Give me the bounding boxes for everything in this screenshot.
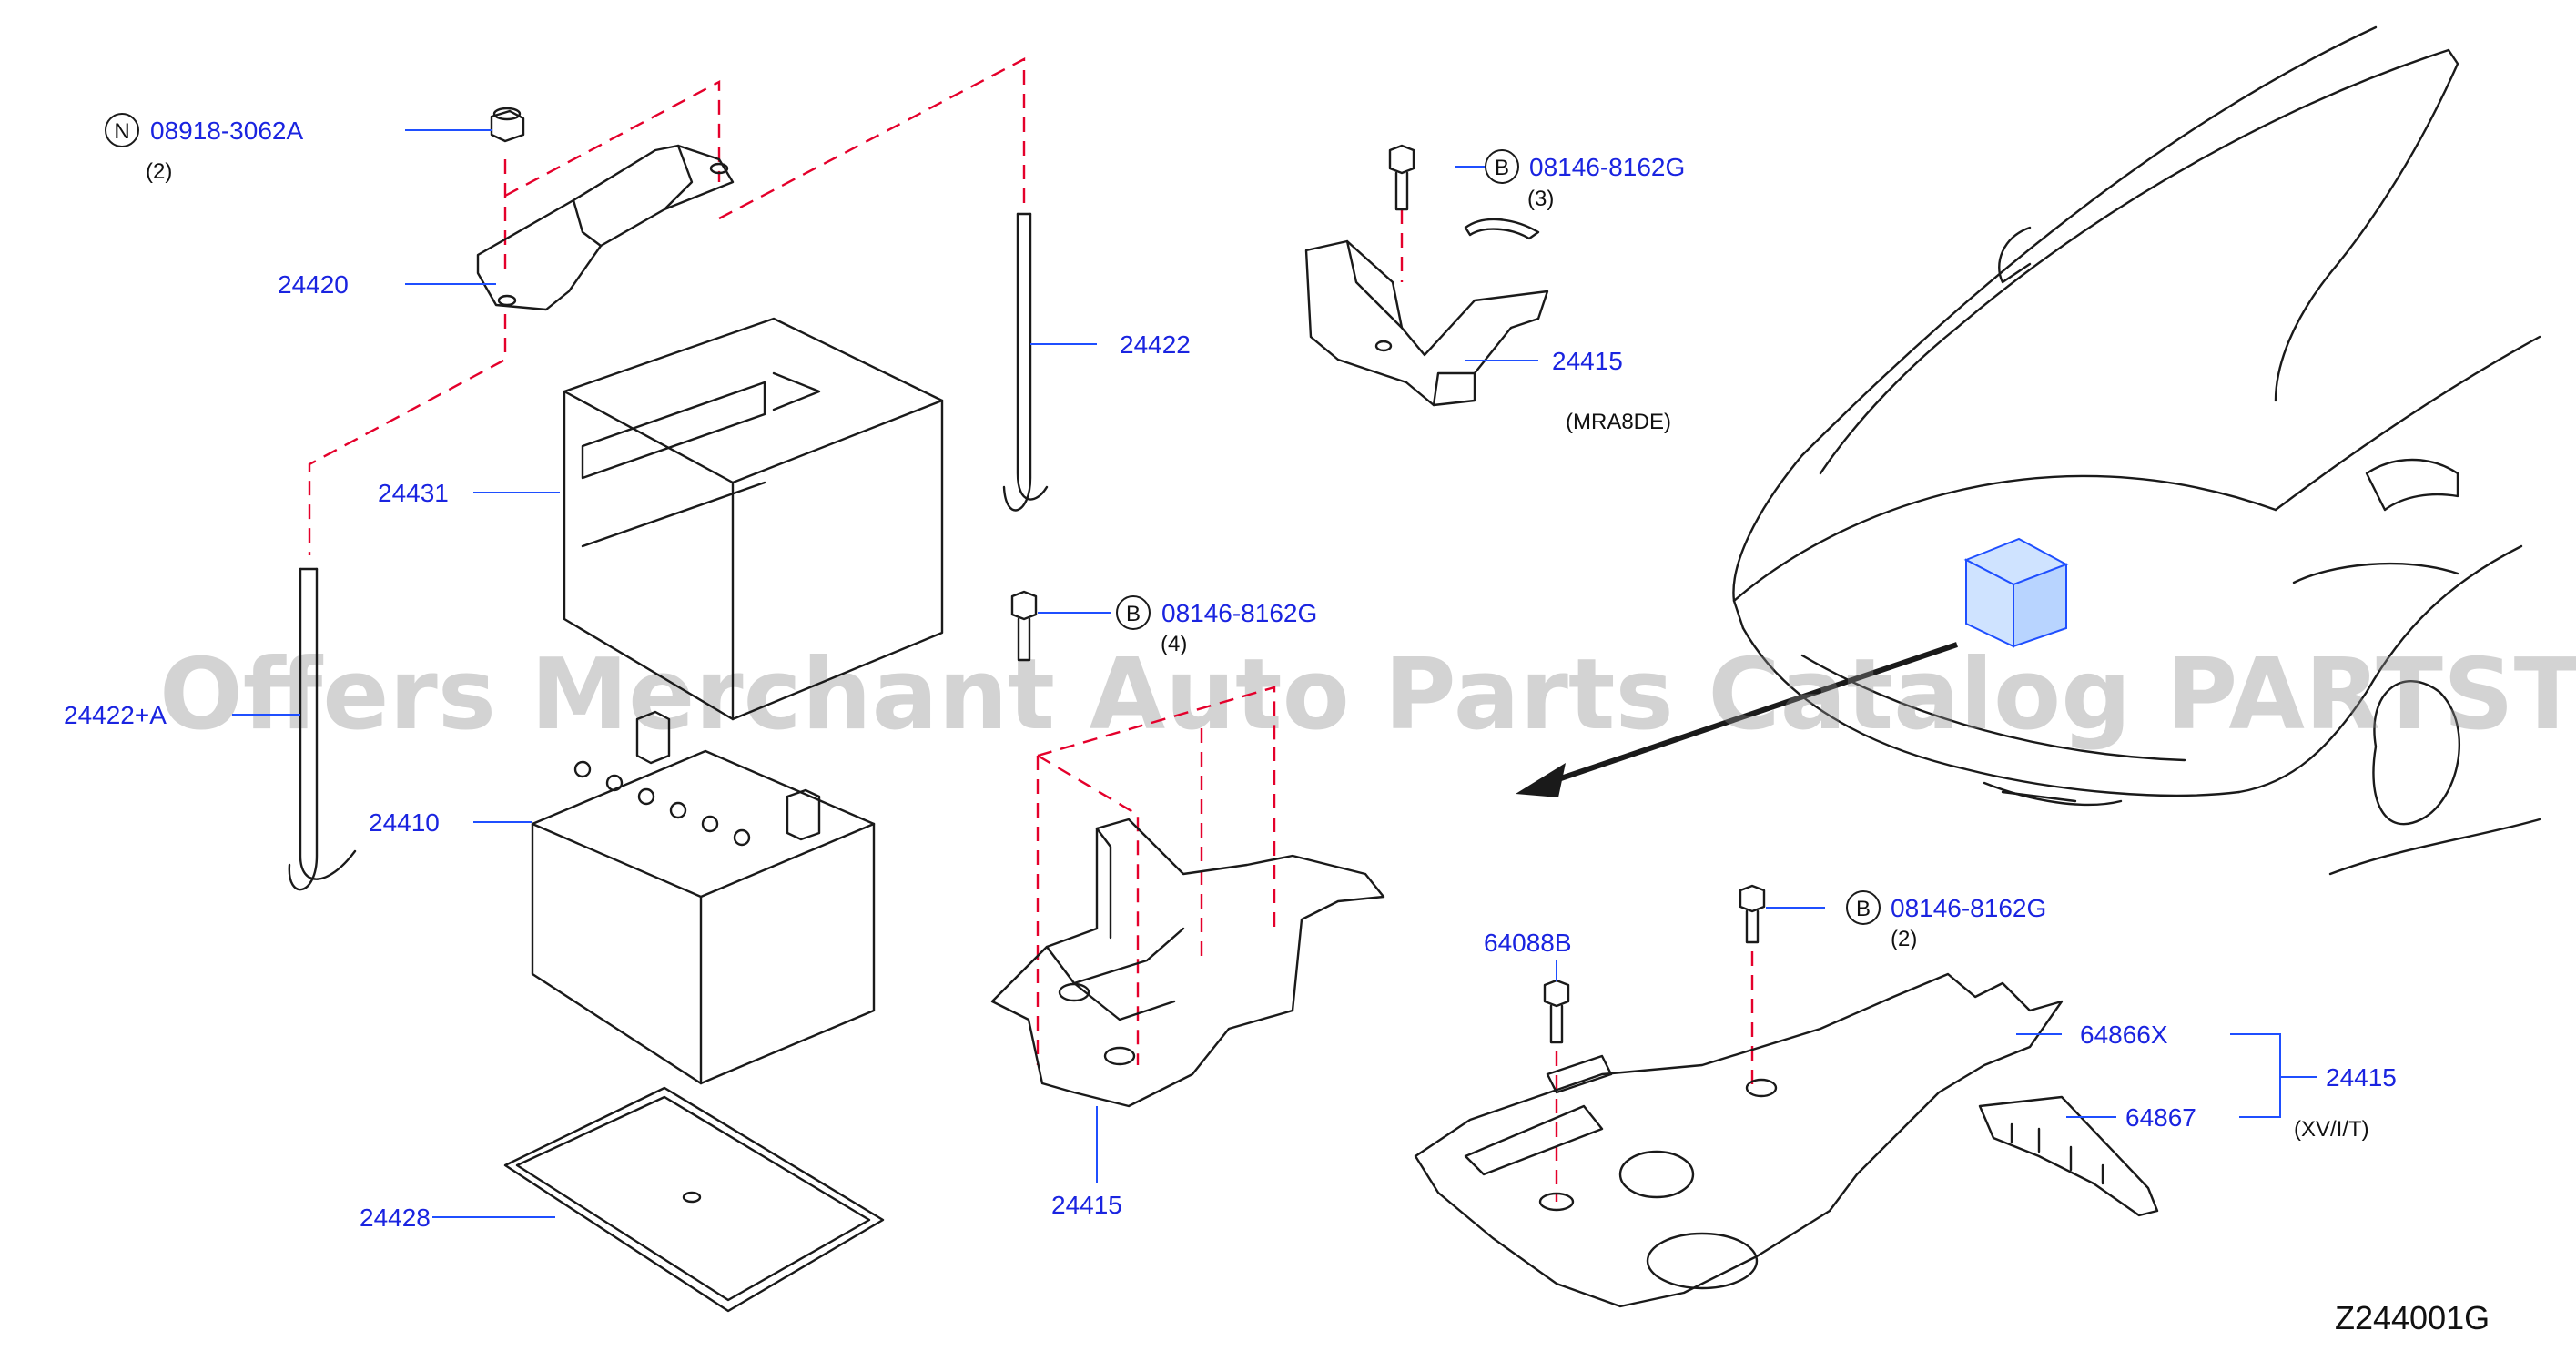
engine-variant-note: (MRA8DE) — [1566, 410, 1671, 434]
quantity: (4) — [1161, 632, 1187, 656]
bolt-middle — [1010, 590, 1038, 662]
callout-08918-3062A[interactable]: N 08918-3062A (2) — [105, 113, 303, 184]
under-cover-64866X — [1414, 972, 2064, 1308]
callout-08146-8162G-2[interactable]: B 08146-8162G (2) — [1846, 890, 2046, 951]
hold-down-bracket-24420 — [476, 144, 735, 311]
part-number[interactable]: 08146-8162G — [1891, 894, 2046, 922]
bracket-24415-middle — [990, 818, 1385, 1108]
bolt-lower — [1739, 884, 1766, 944]
location-arrow — [1516, 642, 1958, 797]
part-label-24415-upper[interactable]: 24415 — [1552, 347, 1623, 375]
rod-24422A — [288, 567, 357, 891]
part-label-24422A[interactable]: 24422+A — [64, 701, 167, 729]
quantity: (2) — [146, 159, 172, 184]
part-label-24415-group[interactable]: 24415 — [2326, 1063, 2397, 1092]
phantom-lines — [308, 57, 1754, 1202]
callout-circle — [1846, 890, 1881, 925]
battery-location-cube — [1963, 537, 2069, 648]
callout-08146-8162G-4[interactable]: B 08146-8162G (4) — [1116, 595, 1317, 656]
quantity: (2) — [1891, 927, 1917, 951]
part-label-24415-middle[interactable]: 24415 — [1051, 1191, 1122, 1219]
part-label-64088B[interactable]: 64088B — [1484, 929, 1572, 957]
nut-08918-3062A — [490, 107, 525, 143]
tray-24428 — [503, 1086, 885, 1313]
callout-08146-8162G-3[interactable]: B 08146-8162G (3) — [1485, 149, 1685, 211]
callout-letter: B — [1126, 602, 1141, 626]
trim-variant-note: (XV/I/T) — [2294, 1117, 2369, 1142]
battery-24410 — [531, 710, 876, 1085]
part-label-24410[interactable]: 24410 — [369, 808, 440, 837]
diagram-code: Z244001G — [2335, 1299, 2490, 1336]
part-label-24431[interactable]: 24431 — [378, 479, 449, 507]
quantity: (3) — [1527, 187, 1554, 211]
callout-letter: B — [1856, 897, 1871, 921]
battery-cover-24431 — [563, 317, 944, 721]
callout-circle — [1116, 595, 1151, 630]
bracket-24415-upper — [1304, 218, 1549, 407]
part-label-24428[interactable]: 24428 — [360, 1204, 431, 1232]
callout-circle — [1485, 149, 1519, 184]
part-number[interactable]: 08918-3062A — [150, 117, 303, 145]
callout-circle — [105, 113, 139, 147]
part-number[interactable]: 08146-8162G — [1161, 599, 1317, 627]
bolt-upper — [1388, 144, 1415, 211]
leader-lines — [232, 129, 2317, 1218]
watermark-text: Offers Merchant Auto Parts Catalog PARTS… — [159, 638, 2576, 752]
callout-letter: N — [114, 119, 129, 144]
part-number[interactable]: 08146-8162G — [1529, 153, 1685, 181]
part-label-24420[interactable]: 24420 — [278, 270, 349, 299]
part-label-64866X[interactable]: 64866X — [2080, 1021, 2168, 1049]
part-label-64867[interactable]: 64867 — [2125, 1103, 2196, 1132]
callout-letter: B — [1495, 156, 1509, 180]
rod-24422 — [1002, 212, 1049, 512]
panel-64867 — [1978, 1095, 2159, 1217]
bolt-64088B — [1543, 979, 1570, 1044]
part-label-24422[interactable]: 24422 — [1120, 330, 1191, 359]
vehicle-outline — [1732, 25, 2541, 876]
